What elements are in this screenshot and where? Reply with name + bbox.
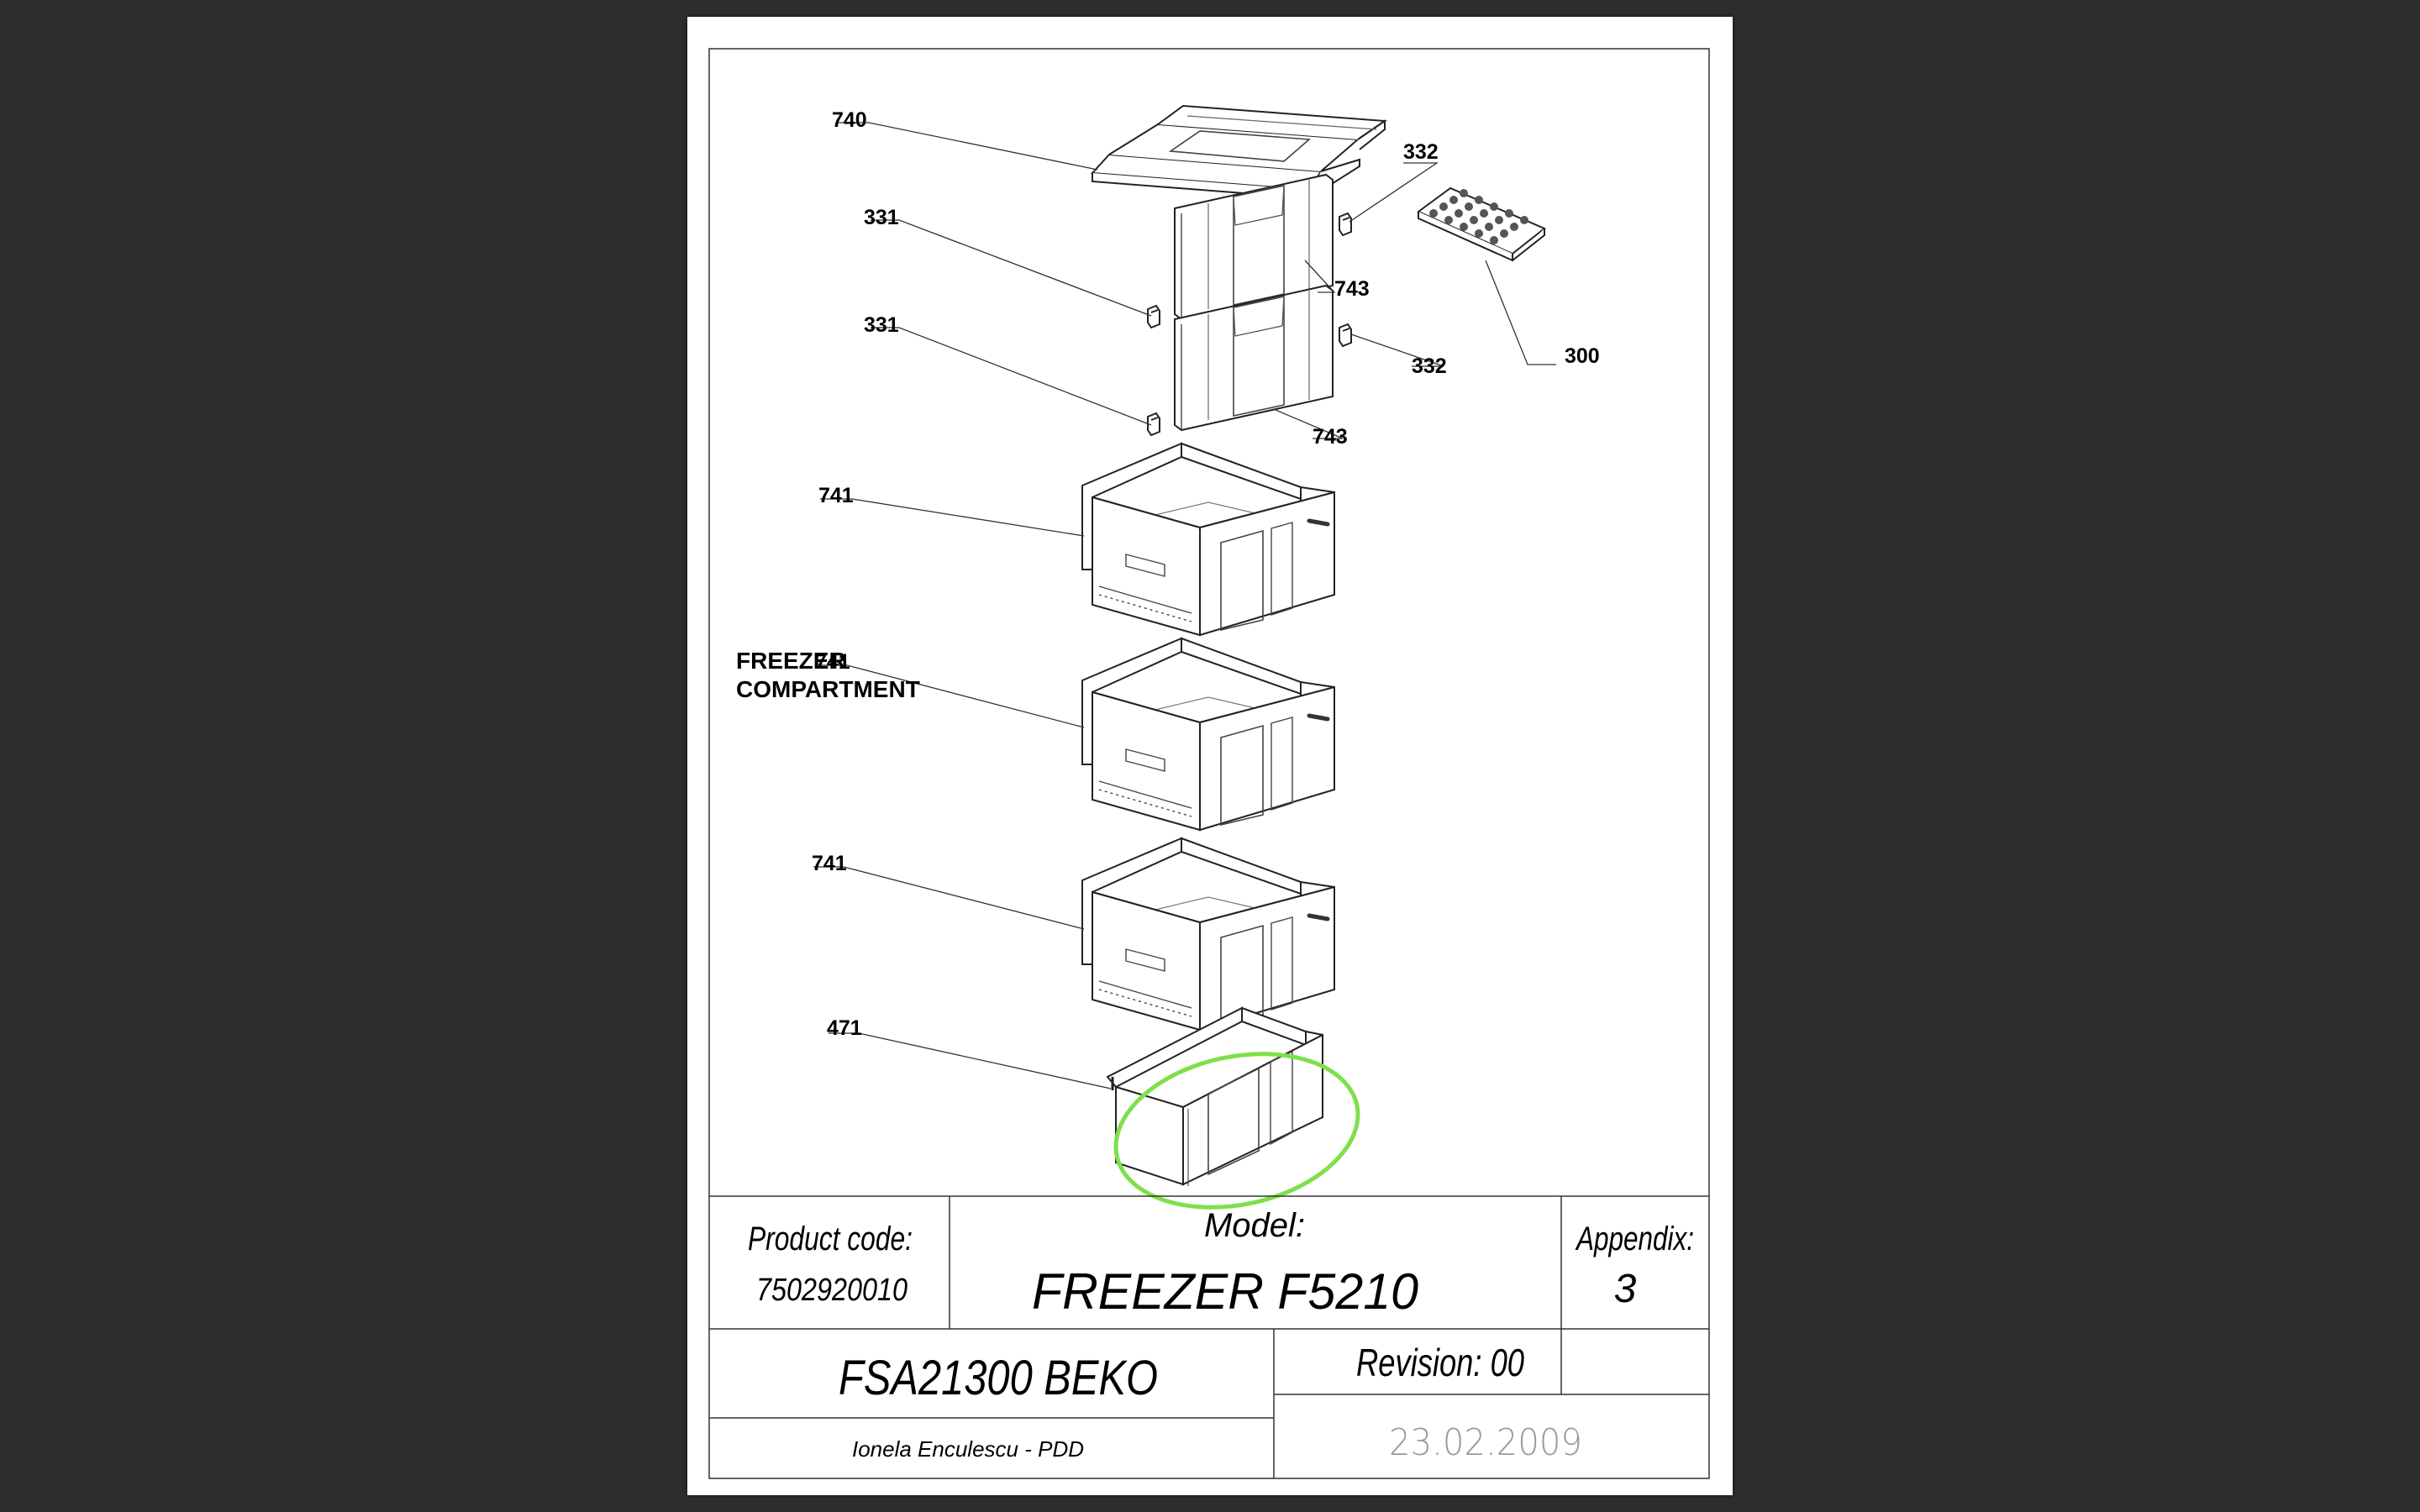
label-471: 471 bbox=[827, 1016, 862, 1040]
appendix-value: 3 bbox=[1614, 1267, 1637, 1311]
title-block-grid bbox=[709, 1195, 1709, 1478]
label-300: 300 bbox=[1565, 344, 1600, 368]
label-331-bottom: 331 bbox=[864, 313, 899, 337]
part-332-clip-top bbox=[1339, 213, 1352, 236]
label-743-top: 743 bbox=[1334, 277, 1370, 301]
label-741-2: 741 bbox=[815, 650, 850, 674]
model-label: Model: bbox=[1204, 1207, 1305, 1244]
leader-lines bbox=[813, 122, 1556, 1089]
appendix-label: Appendix: bbox=[1575, 1221, 1694, 1257]
part-331-clip-top bbox=[1147, 305, 1160, 328]
highlight-circle bbox=[1113, 1052, 1360, 1210]
section-title-line2: COMPARTMENT bbox=[736, 676, 920, 702]
revision: Revision: 00 bbox=[1356, 1341, 1524, 1384]
label-740: 740 bbox=[832, 108, 867, 132]
date: 23.02.2009 bbox=[1389, 1421, 1582, 1464]
part-741-basket-2 bbox=[1082, 638, 1334, 830]
part-740-shelf bbox=[1090, 104, 1387, 200]
label-743-bottom: 743 bbox=[1313, 425, 1348, 449]
drawing-sheet: 740 331 331 332 332 743 743 300 741 741 … bbox=[687, 17, 1733, 1495]
product-code-label: Product code: bbox=[748, 1221, 913, 1257]
model-value: FREEZER F5210 bbox=[1032, 1263, 1418, 1320]
label-331-top: 331 bbox=[864, 206, 899, 229]
label-332-bottom: 332 bbox=[1412, 354, 1447, 378]
label-741-3: 741 bbox=[812, 852, 847, 875]
part-741-basket-3 bbox=[1082, 838, 1334, 1030]
part-300-ice-tray bbox=[1417, 186, 1546, 262]
part-332-clip-bottom bbox=[1339, 323, 1352, 347]
part-741-basket-1 bbox=[1082, 444, 1334, 635]
label-332-top: 332 bbox=[1403, 140, 1439, 164]
author: Ionela Enculescu - PDD bbox=[852, 1436, 1084, 1462]
exploded-parts-drawing: 740 331 331 332 332 743 743 300 741 741 … bbox=[708, 48, 1710, 1479]
product-name: FSA21300 BEKO bbox=[839, 1351, 1158, 1405]
label-741-1: 741 bbox=[818, 484, 854, 507]
part-471-drawer bbox=[1106, 1006, 1323, 1186]
product-code-value: 7502920010 bbox=[756, 1273, 908, 1308]
section-title-line1: FREEZER bbox=[736, 648, 846, 674]
